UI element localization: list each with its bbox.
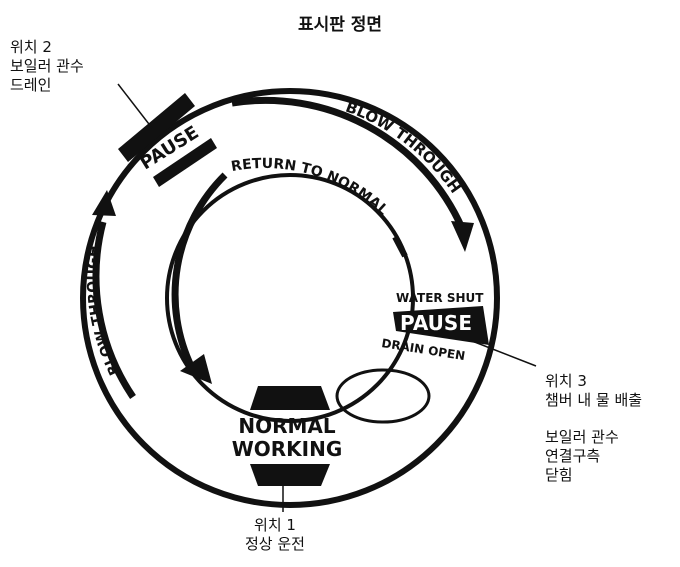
pos3-extra-2: 연결구측 [545, 447, 601, 465]
return-to-normal-tick [392, 235, 408, 258]
diagram-title: 표시판 정면 [297, 15, 383, 35]
working-label: WORKING [232, 437, 343, 461]
pos1-callout: 위치 1 정상 운전 [245, 516, 305, 554]
blow-through-left-arrowhead [92, 190, 116, 216]
pos1-desc-1: 정상 운전 [245, 535, 305, 553]
pause-top-block: PAUSE [118, 93, 217, 187]
pos3-leader [471, 340, 537, 367]
pause-right-block: WATER SHUT PAUSE DRAIN OPEN [381, 291, 489, 363]
water-shut-label: WATER SHUT [396, 291, 484, 305]
normal-working-bottom-bar [250, 464, 330, 486]
normal-label: NORMAL [238, 414, 336, 438]
inner-window [165, 173, 415, 423]
sight-glass-oval [335, 368, 431, 424]
pos3-extra-3: 닫힘 [545, 466, 573, 484]
pos3-desc-1: 챔버 내 물 배출 [545, 391, 643, 409]
outer-ring [80, 88, 500, 508]
return-to-normal-arrowhead [180, 354, 212, 384]
pos2-desc-2: 드레인 [10, 76, 52, 94]
return-to-normal-arrow [171, 172, 228, 370]
blow-through-top-arrow [231, 96, 466, 230]
blow-through-left-arrow [92, 221, 136, 399]
pos2-callout: 위치 2 보일러 관수 드레인 [10, 38, 84, 95]
pos1-name: 위치 1 [254, 516, 296, 534]
pos3-callout: 위치 3 챔버 내 물 배출 보일러 관수 연결구측 닫힘 [545, 372, 642, 485]
pos2-leader [117, 83, 153, 129]
return-to-normal-label: RETURN TO NORMAL [230, 156, 391, 219]
pos2-name: 위치 2 [10, 38, 52, 56]
pos3-name: 위치 3 [545, 372, 587, 390]
blow-through-top-label: BLOW THROUGH [343, 98, 464, 197]
pos3-extra-1: 보일러 관수 [545, 428, 619, 446]
pause-right-label: PAUSE [400, 311, 472, 335]
pos2-desc-1: 보일러 관수 [10, 57, 84, 75]
normal-working-top-bar [250, 386, 330, 410]
blow-through-top-arrowhead [451, 221, 474, 252]
drain-open-label: DRAIN OPEN [381, 336, 467, 363]
